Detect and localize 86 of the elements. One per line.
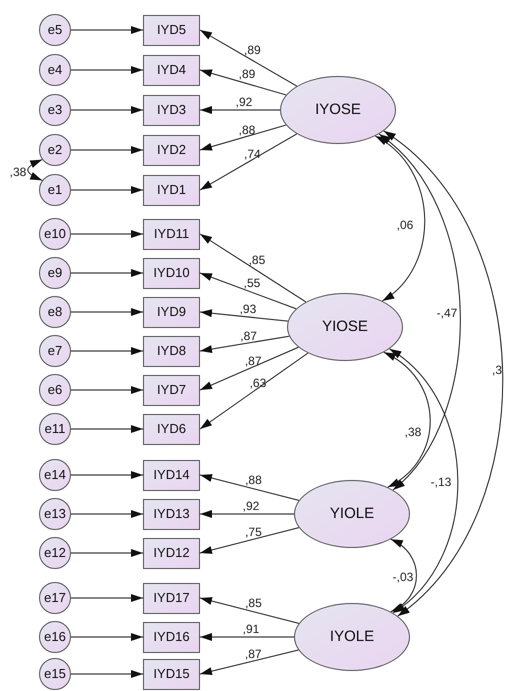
edge-label: ,85 bbox=[245, 596, 262, 609]
covariance-arrow bbox=[383, 130, 504, 617]
observed-variable-box: IYD9 bbox=[143, 296, 200, 328]
observed-variable-box: IYD10 bbox=[143, 258, 200, 288]
path-arrow bbox=[70, 230, 144, 238]
edge-label: ,88 bbox=[245, 474, 262, 486]
edge-label: -,03 bbox=[392, 571, 414, 583]
path-arrow bbox=[200, 309, 288, 322]
edge-label: ,38 bbox=[10, 166, 26, 178]
latent-variable-ellipse: YIOLE bbox=[294, 480, 410, 548]
edge-label: -,13 bbox=[430, 476, 452, 488]
edge-label: ,75 bbox=[245, 526, 262, 538]
path-arrow bbox=[200, 234, 306, 302]
path-arrow bbox=[70, 594, 144, 602]
edge-label: ,85 bbox=[248, 254, 266, 266]
covariance-arrow bbox=[374, 136, 426, 302]
path-arrow bbox=[70, 386, 144, 394]
path-arrow bbox=[200, 633, 294, 641]
path-arrow bbox=[70, 670, 144, 678]
path-arrow bbox=[200, 527, 300, 554]
edge-label: ,06 bbox=[396, 219, 414, 231]
edge-label: ,87 bbox=[240, 330, 257, 342]
covariance-arrow bbox=[27, 159, 43, 181]
path-arrow bbox=[70, 186, 144, 194]
observed-variable-box: IYD1 bbox=[143, 174, 200, 206]
path-arrow bbox=[200, 597, 300, 624]
edge-label: ,87 bbox=[244, 354, 262, 367]
covariance-arrow bbox=[383, 352, 431, 488]
path-arrow bbox=[70, 269, 144, 277]
path-arrow bbox=[70, 347, 144, 355]
observed-variable-box: IYD11 bbox=[143, 218, 200, 250]
observed-variable-box: IYD6 bbox=[143, 414, 200, 444]
path-arrow bbox=[70, 66, 144, 74]
path-arrow bbox=[200, 352, 308, 430]
observed-variable-box: IYD8 bbox=[143, 336, 200, 366]
path-arrow bbox=[200, 133, 298, 190]
latent-variable-ellipse: IYOLE bbox=[294, 603, 410, 671]
edge-label: ,55 bbox=[244, 276, 260, 289]
latent-variable-ellipse: IYOSE bbox=[280, 76, 396, 144]
edge-label: ,88 bbox=[238, 124, 256, 136]
observed-variable-box: IYD5 bbox=[143, 14, 200, 46]
covariance-arrow bbox=[390, 538, 417, 612]
observed-variable-box: IYD15 bbox=[143, 658, 200, 690]
path-arrow bbox=[200, 70, 286, 96]
edge-label: ,91 bbox=[242, 623, 260, 635]
observed-variable-box: IYD12 bbox=[143, 538, 200, 568]
path-arrow bbox=[70, 106, 144, 114]
covariance-arrow bbox=[388, 348, 458, 614]
path-arrow bbox=[200, 474, 300, 501]
observed-variable-box: IYD14 bbox=[143, 460, 200, 490]
edge-label: ,92 bbox=[242, 500, 260, 512]
edge-label: ,92 bbox=[236, 96, 252, 108]
path-arrow bbox=[70, 471, 144, 479]
path-arrow bbox=[200, 106, 280, 114]
edge-label: ,63 bbox=[250, 377, 266, 390]
path-arrow bbox=[70, 308, 144, 316]
observed-variable-box: IYD17 bbox=[143, 582, 200, 614]
observed-variable-box: IYD4 bbox=[143, 54, 200, 86]
path-arrow bbox=[70, 146, 144, 154]
path-arrow bbox=[200, 346, 299, 390]
edge-label: ,89 bbox=[238, 68, 256, 80]
observed-variable-box: IYD2 bbox=[143, 134, 200, 166]
edge-label: -,47 bbox=[436, 307, 458, 319]
path-arrow bbox=[200, 510, 294, 518]
observed-variable-box: IYD13 bbox=[143, 498, 200, 530]
path-arrow bbox=[200, 124, 286, 150]
path-arrow bbox=[200, 272, 297, 310]
observed-variable-box: IYD3 bbox=[143, 94, 200, 126]
path-arrow bbox=[200, 30, 298, 87]
edge-label: ,93 bbox=[240, 302, 256, 315]
path-arrow bbox=[70, 549, 144, 557]
observed-variable-box: IYD7 bbox=[143, 374, 200, 406]
edge-label: ,38 bbox=[404, 426, 422, 438]
path-arrow bbox=[70, 633, 144, 641]
path-arrow bbox=[70, 26, 144, 34]
edge-label: ,89 bbox=[244, 44, 261, 56]
path-arrow bbox=[70, 510, 144, 518]
edge-label: ,74 bbox=[244, 148, 261, 160]
latent-variable-ellipse: YIOSE bbox=[287, 293, 403, 361]
path-arrow bbox=[200, 336, 290, 353]
covariance-arrow bbox=[378, 134, 461, 490]
edge-label: ,87 bbox=[244, 648, 262, 660]
path-arrow bbox=[200, 650, 299, 676]
edge-label: ,3 bbox=[492, 364, 502, 376]
observed-variable-box: IYD16 bbox=[143, 622, 200, 652]
path-arrow bbox=[70, 425, 144, 433]
